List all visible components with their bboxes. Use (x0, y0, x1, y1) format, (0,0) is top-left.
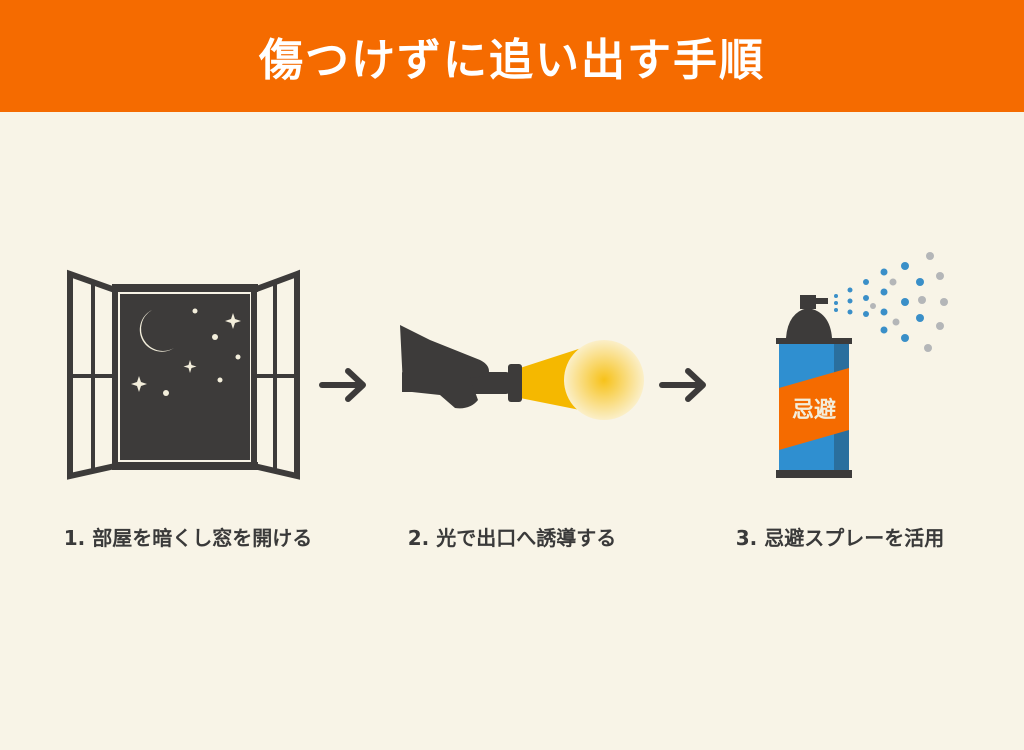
open-window-night-icon (67, 269, 300, 480)
spray-can-icon: 忌避 (776, 252, 948, 478)
arrow-right-icon (659, 368, 706, 402)
arrow-right-icon (319, 368, 366, 402)
can-label: 忌避 (792, 397, 836, 423)
flashlight-hand-icon (400, 325, 644, 420)
step-3-label: 3. 忌避スプレーを活用 (735, 526, 945, 550)
step-2-label: 2. 光で出口へ誘導する (407, 526, 617, 550)
page-title: 傷つけずに追い出す手順 (259, 35, 765, 86)
header-banner: 傷つけずに追い出す手順 (0, 0, 1024, 112)
step-1-label: 1. 部屋を暗くし窓を開ける (63, 526, 313, 550)
spray-mist (834, 262, 924, 342)
